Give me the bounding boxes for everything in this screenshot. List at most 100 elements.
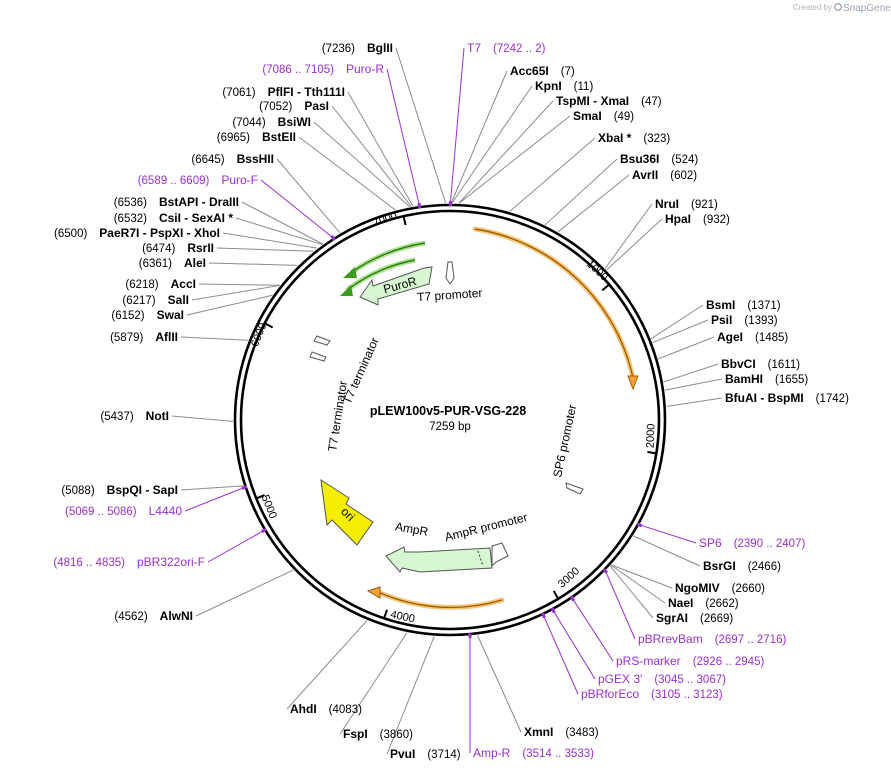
enzyme-site-fspi: FspI(3860) [343, 727, 413, 741]
primer-site-marker [602, 568, 609, 574]
enzyme-site-swai: SwaI (6152) [111, 308, 184, 322]
primer-range: (5069 .. 5086) [65, 506, 137, 518]
enzyme-name: SwaI [157, 308, 184, 322]
enzyme-name: NaeI [668, 596, 693, 610]
enzyme-position: (524) [671, 154, 698, 166]
enzyme-name: NruI [655, 197, 679, 211]
enzyme-name: BfuAI - BspMI [725, 391, 804, 405]
primer-leader-line [386, 68, 420, 206]
enzyme-position: (6536) [114, 197, 147, 209]
enzyme-site-csii-sexai: CsiI - SexAI *(6532) [114, 211, 234, 225]
enzyme-name: TspMI - XmaI [556, 94, 629, 108]
enzyme-name: Bsu36I [620, 152, 659, 166]
enzyme-name: SalI [168, 293, 189, 307]
enzyme-name: AccI [171, 277, 196, 291]
primer-range: (3045 .. 3067) [654, 674, 726, 686]
enzyme-name: AlwNI [160, 609, 193, 623]
leader-line [331, 105, 412, 207]
enzyme-position: (3483) [565, 727, 598, 739]
leader-line [450, 70, 508, 204]
enzyme-name: BamHI [725, 372, 763, 386]
enzyme-position: (921) [691, 199, 718, 211]
enzyme-site-avrii: AvrII(602) [632, 168, 697, 182]
primer-pgex-3: pGEX 3' (3045 .. 3067) [598, 672, 726, 686]
primer-site-marker [330, 234, 336, 241]
enzyme-position: (5437) [100, 411, 133, 423]
leader-line [610, 564, 666, 604]
leader-line [191, 284, 280, 301]
enzyme-name: AflII [155, 330, 178, 344]
enzyme-position: (6500) [54, 228, 87, 240]
primer-leader-line [605, 571, 636, 640]
enzyme-name: KpnI [535, 79, 562, 93]
primer-range: (3105 .. 3123) [651, 689, 723, 701]
enzyme-site-bsiwi: BsiWI (7044) [232, 115, 311, 129]
primer-leader-line [543, 615, 579, 695]
enzyme-name: BstAPI - DraIII [159, 195, 239, 209]
leader-line [604, 203, 653, 269]
vsg-orf-arc [472, 226, 639, 391]
enzyme-site-sgrai: SgrAI(2669) [656, 611, 733, 625]
enzyme-name: PsiI [711, 313, 732, 327]
enzyme-site-naei: NaeI(2662) [668, 596, 739, 610]
primer-name: pBRforEco [581, 687, 639, 701]
leader-line [476, 635, 522, 733]
leader-line [195, 569, 294, 617]
primer-leader-line [207, 530, 264, 563]
leader-line [666, 397, 723, 407]
primer-range: (2697 .. 2716) [715, 634, 787, 646]
primer-leader-line [639, 524, 697, 544]
primer-leader-line [184, 487, 244, 512]
enzyme-position: (7061) [222, 87, 255, 99]
enzyme-position: (49) [614, 111, 635, 123]
enzyme-position: (1393) [744, 315, 777, 327]
enzyme-name: RsrII [187, 241, 214, 255]
enzyme-name: CsiI - SexAI * [159, 211, 233, 225]
enzyme-site-hpai: HpaI(932) [665, 212, 730, 226]
leader-line [652, 319, 709, 343]
enzyme-site-aflii: AflII(5879) [110, 330, 178, 344]
leader-line [222, 232, 318, 249]
primer-site-marker [569, 595, 576, 602]
enzyme-site-bsmi: BsmI(1371) [706, 298, 781, 312]
ampr-label: AmpR [394, 519, 430, 539]
primer-leader-line [449, 47, 465, 204]
t7-terminator-glyph-1 [313, 335, 331, 346]
primer-site-marker [417, 202, 422, 209]
enzyme-site-bglii: BglII(7236) [322, 41, 393, 55]
enzyme-position: (1485) [755, 332, 788, 344]
enzyme-name: BsiWI [278, 115, 311, 129]
primer-t7: T7(7242 .. 2) [467, 41, 546, 55]
primer-name: pRS-marker [616, 654, 681, 668]
primer-name: Amp-R [473, 746, 511, 760]
leader-line [276, 158, 341, 234]
leader-line [208, 262, 298, 266]
enzyme-name: BglII [367, 41, 393, 55]
enzyme-name: BstEII [262, 130, 296, 144]
enzyme-position: (602) [670, 170, 697, 182]
snapgene-logo-icon [834, 3, 842, 11]
enzyme-position: (4083) [329, 704, 362, 716]
primer-range: (2390 .. 2407) [734, 538, 806, 550]
tick-label-4000: 4000 [389, 609, 415, 626]
primer-range: (4816 .. 4835) [53, 557, 125, 569]
enzyme-name: Acc65I [510, 64, 549, 78]
primer-site-marker [550, 607, 556, 614]
enzyme-name: HpaI [665, 212, 691, 226]
enzyme-site-sali: SalI(6217) [122, 293, 189, 307]
enzyme-position: (7044) [232, 117, 265, 129]
primer-name: SP6 [699, 536, 722, 550]
leader-line [663, 363, 719, 383]
enzyme-name: SgrAI [656, 611, 688, 625]
enzyme-site-bbvci: BbvCI(1611) [721, 357, 800, 371]
enzyme-site-psii: PsiI (1393) [711, 313, 778, 327]
primer-amp-r: Amp-R(3514 .. 3533) [473, 746, 594, 760]
enzyme-site-acci: AccI(6218) [125, 277, 196, 291]
enzyme-name: BssHII [237, 152, 274, 166]
primer-site-marker [241, 485, 248, 490]
leader-line [611, 564, 673, 589]
primer-name: pGEX 3' [598, 672, 642, 686]
enzyme-position: (6152) [111, 310, 144, 322]
enzyme-position: (1655) [775, 374, 808, 386]
